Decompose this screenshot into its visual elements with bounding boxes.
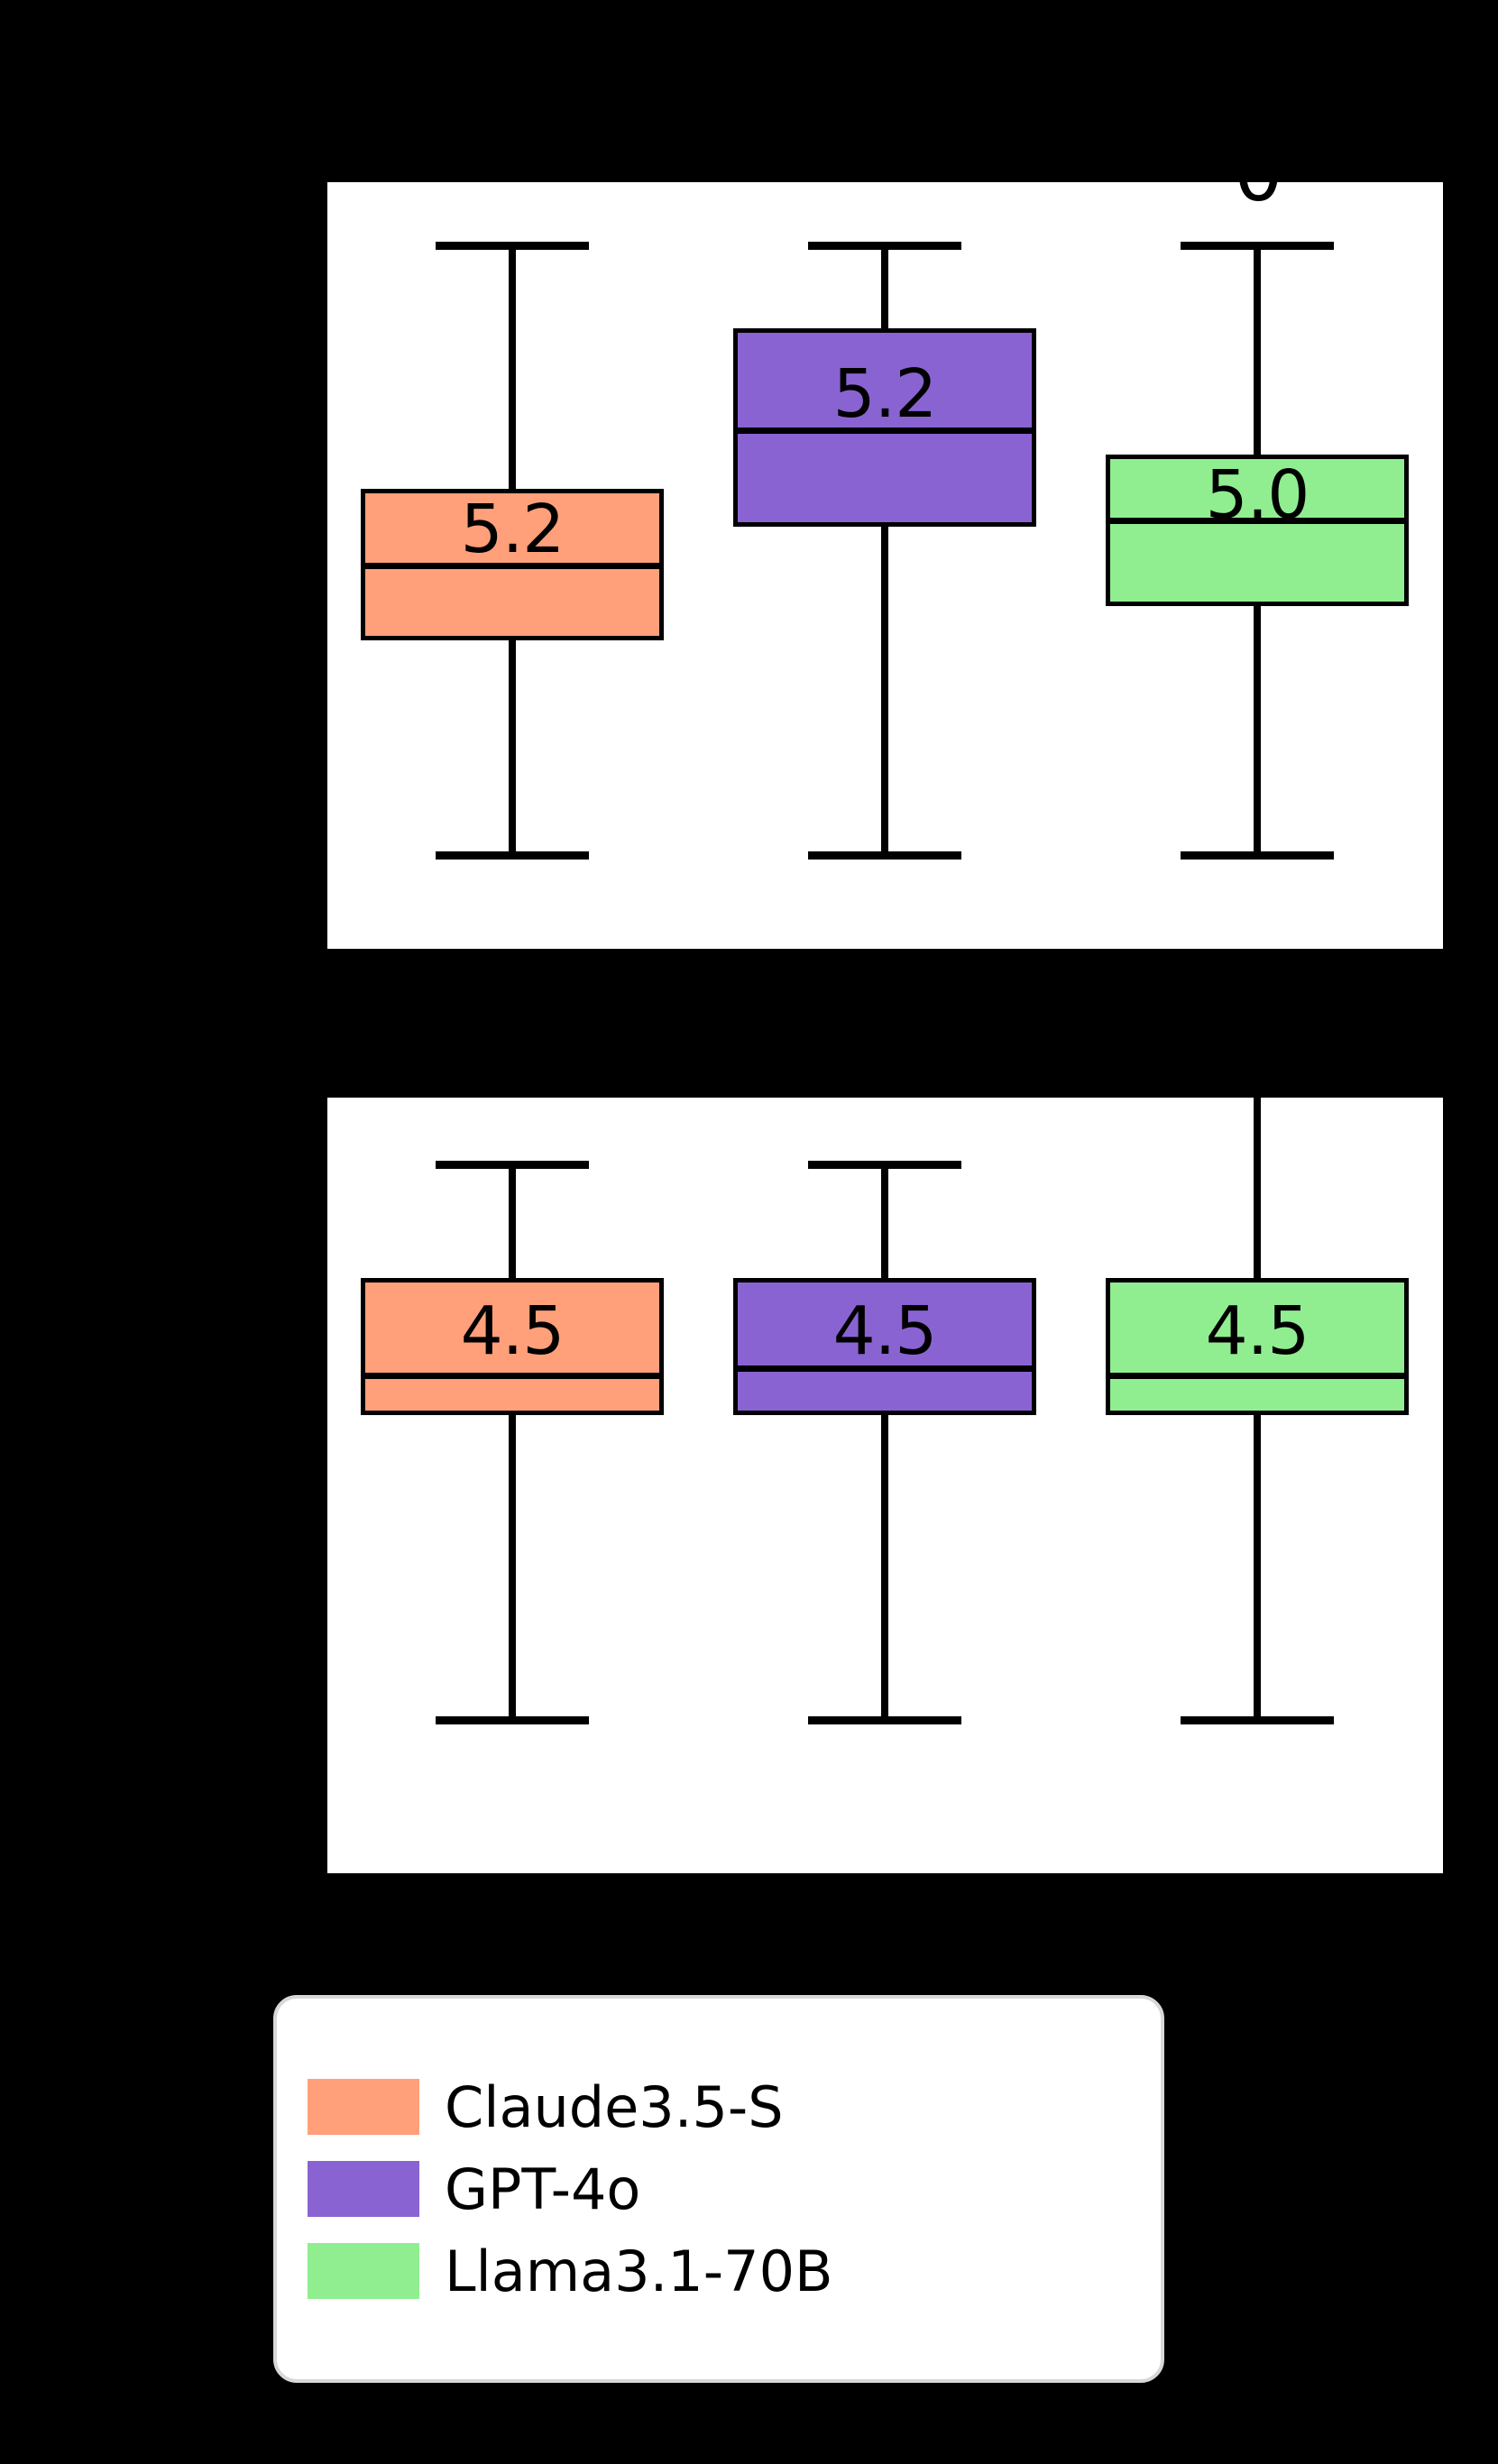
legend-item-llama[interactable]: Llama3.1-70B xyxy=(308,2239,1130,2304)
lower-whisker xyxy=(1254,1415,1261,1722)
boxplot-panel-top: 5.2 5.2 5.0 0 xyxy=(327,182,1443,949)
legend: Claude3.5-S GPT-4o Llama3.1-70B xyxy=(273,1995,1164,2383)
lower-whisker xyxy=(509,640,516,857)
median-value-label: 5.2 xyxy=(832,355,938,433)
clipped-title-glyph: 0 xyxy=(1234,182,1283,213)
legend-swatch-llama xyxy=(308,2243,419,2299)
lower-whisker-cap xyxy=(1181,1716,1334,1724)
boxplot-panel-bottom: 4.5 4.5 4.5 xyxy=(327,1098,1443,1873)
lower-whisker-cap xyxy=(436,851,589,860)
upper-whisker xyxy=(1254,1098,1261,1280)
median-value-label: 5.2 xyxy=(460,491,565,568)
box xyxy=(361,1278,664,1415)
median-line xyxy=(733,1365,1036,1372)
legend-swatch-claude xyxy=(308,2079,419,2135)
median-value-label: 4.5 xyxy=(1205,1292,1310,1370)
median-line xyxy=(1106,518,1409,524)
box xyxy=(1106,1278,1409,1415)
median-value-label: 4.5 xyxy=(832,1292,938,1370)
lower-whisker-cap xyxy=(1181,851,1334,860)
upper-whisker xyxy=(509,242,516,491)
lower-whisker xyxy=(881,1415,888,1722)
legend-label-claude: Claude3.5-S xyxy=(445,2073,784,2140)
legend-item-claude[interactable]: Claude3.5-S xyxy=(308,2074,1130,2140)
upper-whisker xyxy=(1254,242,1261,456)
median-line xyxy=(361,1373,664,1379)
median-value-label: 5.0 xyxy=(1205,456,1310,534)
upper-whisker xyxy=(881,242,888,330)
upper-whisker xyxy=(509,1161,516,1280)
median-line xyxy=(1106,1373,1409,1379)
box xyxy=(733,1278,1036,1415)
legend-item-gpt4o[interactable]: GPT-4o xyxy=(308,2156,1130,2222)
median-line xyxy=(733,428,1036,434)
legend-swatch-gpt4o xyxy=(308,2161,419,2217)
lower-whisker-cap xyxy=(436,1716,589,1724)
lower-whisker-cap xyxy=(808,851,961,860)
upper-whisker xyxy=(881,1161,888,1280)
lower-whisker xyxy=(509,1415,516,1722)
legend-label-llama: Llama3.1-70B xyxy=(445,2238,833,2304)
legend-label-gpt4o: GPT-4o xyxy=(445,2156,641,2222)
median-line xyxy=(361,563,664,569)
box xyxy=(1106,455,1409,606)
lower-whisker xyxy=(1254,606,1261,857)
lower-whisker xyxy=(881,527,888,857)
lower-whisker-cap xyxy=(808,1716,961,1724)
median-value-label: 4.5 xyxy=(460,1292,565,1370)
